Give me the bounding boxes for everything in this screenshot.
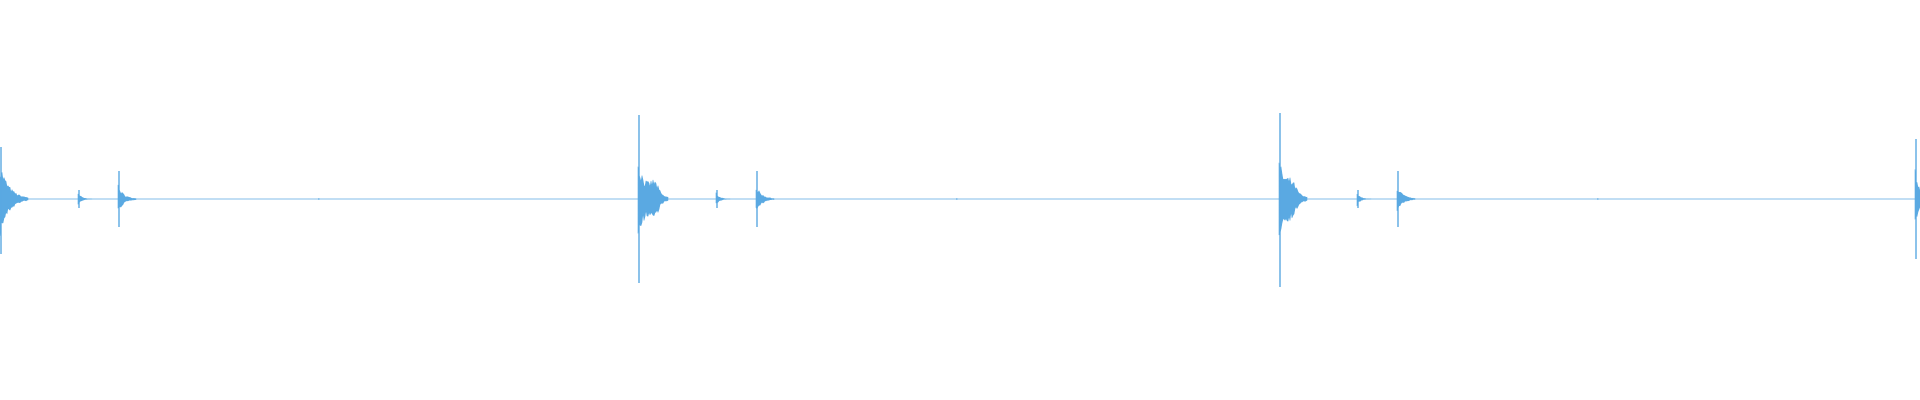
waveform-transient: [1396, 171, 1416, 227]
waveform-transient: [1356, 190, 1372, 208]
waveform-envelope: [0, 172, 29, 236]
waveform-transient: [1278, 113, 1308, 287]
waveform-transient: [117, 171, 137, 227]
waveform-envelope: [1396, 190, 1416, 211]
waveform-envelope: [715, 192, 731, 204]
waveform-transient: [755, 171, 775, 227]
waveform-envelope: [637, 166, 669, 234]
waveform-envelope: [1278, 162, 1308, 236]
waveform-transient: [0, 147, 29, 254]
waveform-transient: [715, 190, 731, 208]
waveform-transient: [637, 115, 669, 283]
waveform-envelope: [77, 193, 93, 205]
waveform-envelope: [117, 184, 137, 209]
waveform-envelope: [755, 189, 775, 210]
waveform-transient: [77, 190, 93, 208]
waveform-envelope: [1356, 193, 1372, 207]
waveform-transient: [1914, 139, 1920, 259]
